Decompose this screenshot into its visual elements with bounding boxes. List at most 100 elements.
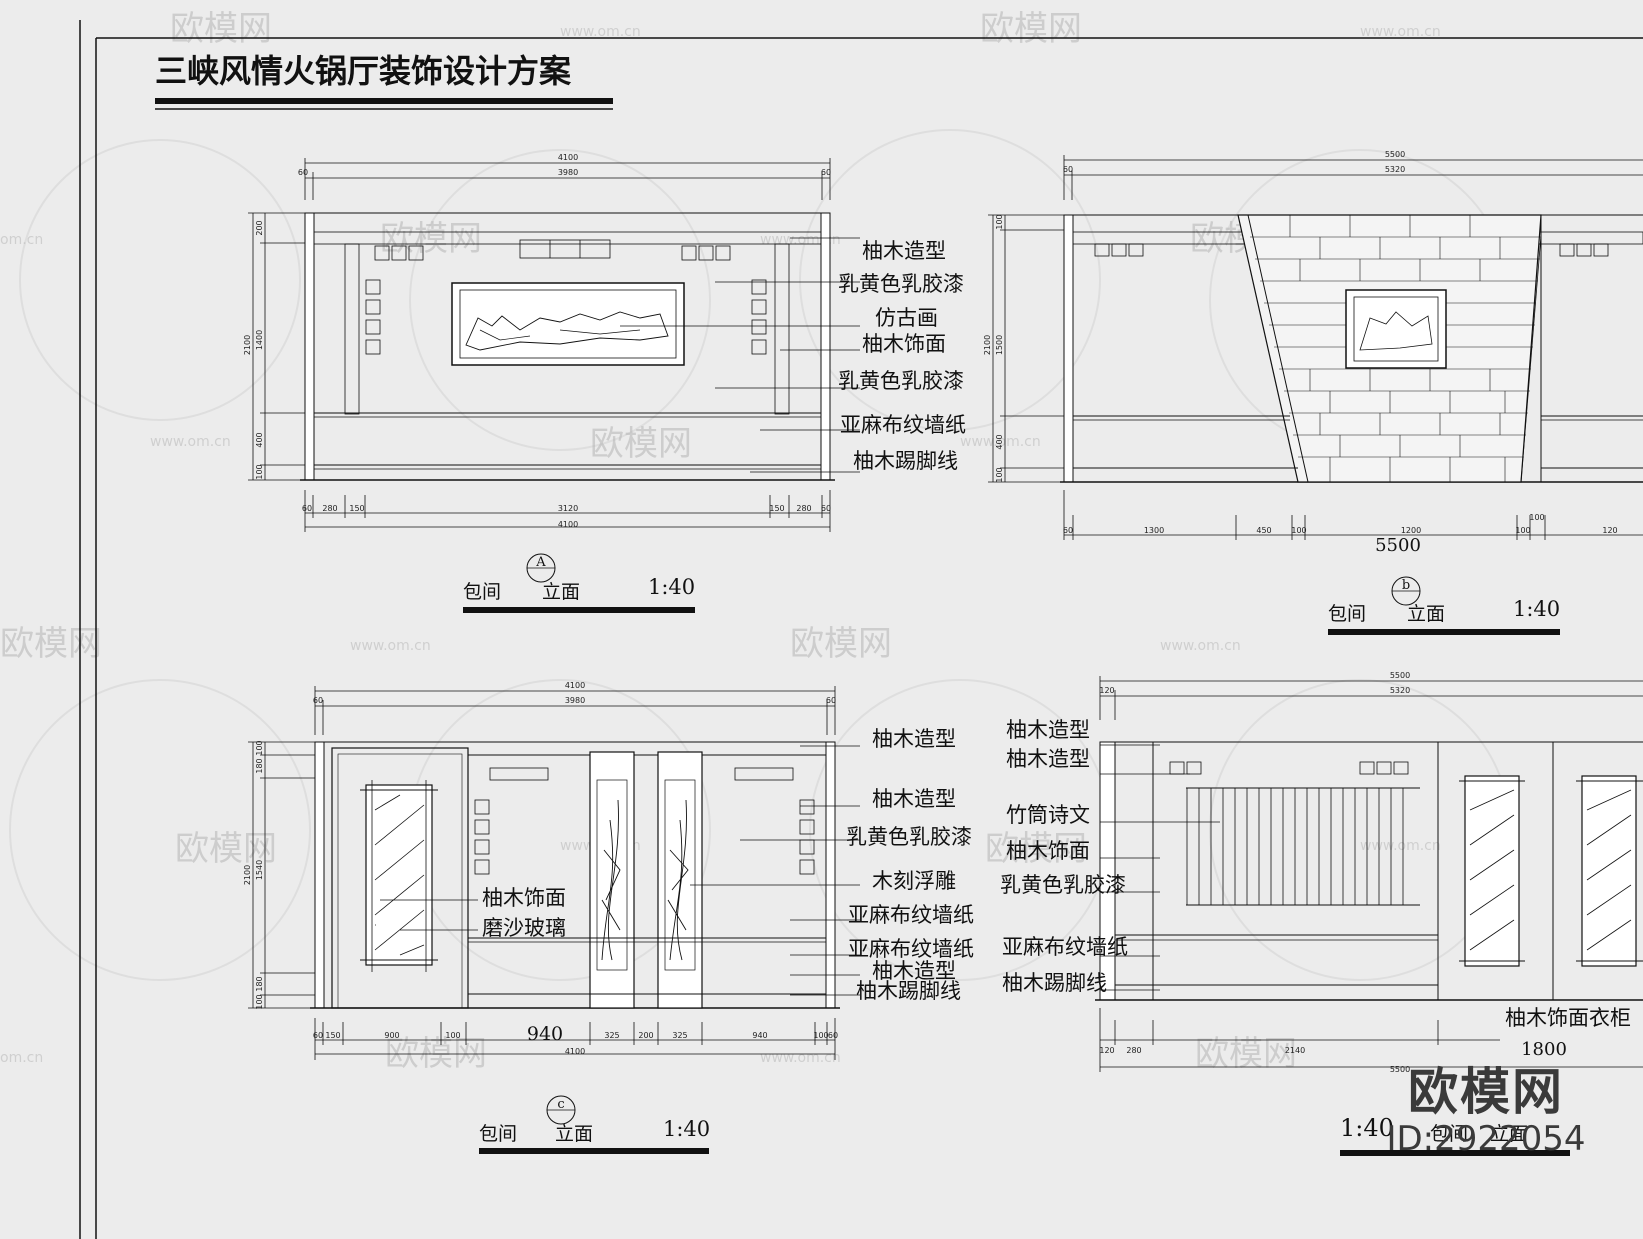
dim-a-b2: 280	[322, 504, 337, 513]
dim-c-h2: 180	[255, 758, 264, 773]
dim-b-b3: 450	[1256, 526, 1271, 535]
watermark-url: www.om.cn	[350, 638, 431, 654]
elevation-b: 5500 5320 60 2100 100 1500 400 100	[983, 150, 1643, 635]
dim-c-b2: 150	[325, 1031, 340, 1040]
elevation-a: 4100 3980 60 60 2100 200 1400 400 100	[243, 153, 966, 613]
dim-b-h2: 1500	[995, 335, 1004, 355]
label-linen-wallpaper: 亚麻布纹墙纸	[848, 937, 974, 961]
elevation-c-bottom-dims: 60 150 900 100 940 325 200 325 940 100 6…	[313, 1018, 838, 1060]
section-symbol-b: b	[1402, 578, 1410, 593]
dim-b-btotal: 5500	[1375, 535, 1421, 556]
dim-c-h5: 100	[255, 994, 264, 1009]
watermark-text: 欧模网	[590, 424, 692, 464]
label-frosted-glass: 磨沙玻璃	[482, 916, 566, 940]
watermark-text: 欧模网	[175, 829, 277, 869]
elevation-a-labels: 柚木造型 乳黄色乳胶漆 仿古画 柚木饰面 乳黄色乳胶漆 亚麻布纹墙纸 柚木踢脚线	[838, 239, 966, 473]
caption-room-a: 包间	[463, 581, 501, 603]
watermark-url: www.om.cn	[560, 24, 641, 40]
bamboo-poem-panel	[1115, 741, 1439, 1001]
dim-c-b9: 100	[813, 1031, 828, 1040]
watermark-id: ID:2922054	[1386, 1119, 1586, 1159]
watermark-url: www.om.cn	[1360, 838, 1441, 854]
label-teak-veneer: 柚木饰面	[862, 332, 946, 356]
elevation-d-bottom-dims: 120 280 2140 5500	[1099, 1008, 1643, 1074]
watermark-url: www.om.cn	[760, 1050, 841, 1066]
label-antique-painting: 仿古画	[875, 306, 938, 330]
dim-a-inner: 3980	[558, 168, 578, 177]
label-teak-shape: 柚木造型	[872, 727, 956, 751]
dim-a-b1: 60	[302, 504, 312, 513]
watermark-url: www.om.cn	[960, 434, 1041, 450]
label-teak-shape: 柚木造型	[1006, 747, 1090, 771]
dim-b-b4: 100	[1291, 526, 1306, 535]
dim-c-btotal: 4100	[565, 1047, 585, 1056]
dim-b-b8: 120	[1602, 526, 1617, 535]
elevation-b-top-dims: 5500 5320 60	[1063, 150, 1643, 200]
watermark-text: 欧模网	[980, 9, 1082, 49]
dim-c-height: 2100	[243, 865, 252, 885]
dim-c-b5: 325	[604, 1031, 619, 1040]
dim-a-b7: 60	[821, 504, 831, 513]
label-teak-veneer: 柚木饰面	[1006, 839, 1090, 863]
dim-b-inner: 5320	[1385, 165, 1405, 174]
label-teak-shape: 柚木造型	[872, 787, 956, 811]
dim-c-h3: 1540	[255, 860, 264, 880]
dim-c-right: 60	[826, 696, 836, 705]
elevation-d: 5500 5320 120	[1000, 671, 1643, 1156]
caption-room-d: 包间	[1430, 1123, 1468, 1145]
dim-c-h4: 180	[255, 976, 264, 991]
elevation-c-caption: c 包间 立面 1:40	[479, 1095, 710, 1154]
elevation-d-caption: 1:40 包间 立面	[1340, 1114, 1570, 1156]
dim-d-b2: 280	[1126, 1046, 1141, 1055]
label-cream-latex: 乳黄色乳胶漆	[846, 825, 972, 849]
watermark-url: www.om.cn	[1360, 24, 1441, 40]
watermark-layer: 欧模网 欧模网 欧模网 欧模网 欧模网 欧模网 欧模网 欧模网 欧模网 欧模网 …	[0, 9, 1511, 1074]
caption-view-c: 立面	[555, 1123, 593, 1145]
elevation-c-top-dims: 4100 3980 60 60	[313, 681, 836, 735]
label-teak-veneer: 柚木饰面	[482, 886, 566, 910]
dim-a-b6: 280	[796, 504, 811, 513]
label-teak-skirting: 柚木踢脚线	[853, 449, 958, 473]
dim-c-b-note: 940	[527, 1023, 563, 1045]
elevation-a-top-dims: 4100 3980 60 60	[298, 153, 831, 200]
dim-a-height: 2100	[243, 335, 252, 355]
dim-b-h1: 100	[995, 214, 1004, 229]
label-cream-latex: 乳黄色乳胶漆	[838, 369, 964, 393]
dim-wardrobe-width: 1800	[1521, 1039, 1567, 1060]
dim-a-total: 4100	[558, 153, 578, 162]
dim-b-height: 2100	[983, 335, 992, 355]
teak-frame-a	[313, 231, 822, 415]
label-teak-shape: 柚木造型	[872, 959, 956, 983]
elevation-c-leaders	[690, 745, 860, 996]
caption-scale-c: 1:40	[663, 1117, 710, 1141]
dim-d-left: 120	[1099, 686, 1114, 695]
elevation-c-labels: 柚木造型 柚木造型 乳黄色乳胶漆 木刻浮雕 亚麻布纹墙纸 亚麻布纹墙纸 柚木造型…	[380, 727, 974, 1003]
dim-c-b10: 60	[828, 1031, 838, 1040]
dim-d-btotal: 5500	[1390, 1065, 1410, 1074]
dim-c-b4: 100	[445, 1031, 460, 1040]
elevation-a-leaders	[620, 237, 860, 473]
dim-b-b5: 1200	[1401, 526, 1421, 535]
dim-d-b3: 2140	[1285, 1046, 1305, 1055]
section-symbol-a: A	[535, 555, 546, 570]
label-teak-skirting: 柚木踢脚线	[856, 979, 961, 1003]
dim-a-b3: 150	[349, 504, 364, 513]
dim-b-b2: 1300	[1144, 526, 1164, 535]
caption-view-d: 立面	[1490, 1123, 1528, 1145]
dim-b-b7: 100	[1529, 513, 1544, 522]
caption-room-b: 包间	[1328, 603, 1366, 625]
framed-painting-b	[1345, 289, 1447, 369]
dim-b-b1: 60	[1063, 526, 1073, 535]
dado-panels-a	[314, 412, 821, 470]
dim-c-b1: 60	[313, 1031, 323, 1040]
watermark-brand: 欧模网	[1408, 1063, 1564, 1121]
watermark-text: 欧模网	[790, 624, 892, 664]
dim-a-h2: 1400	[255, 330, 264, 350]
dim-a-b5: 150	[769, 504, 784, 513]
elevation-d-labels: 柚木造型 柚木造型 竹筒诗文 柚木饰面 乳黄色乳胶漆 亚麻布纹墙纸 柚木踢脚线 …	[1000, 718, 1631, 1060]
teak-wardrobe	[1437, 742, 1643, 1000]
watermark-url: www.om.cn	[150, 434, 231, 450]
dim-b-h4: 100	[995, 467, 1004, 482]
label-linen-wallpaper: 亚麻布纹墙纸	[848, 903, 974, 927]
